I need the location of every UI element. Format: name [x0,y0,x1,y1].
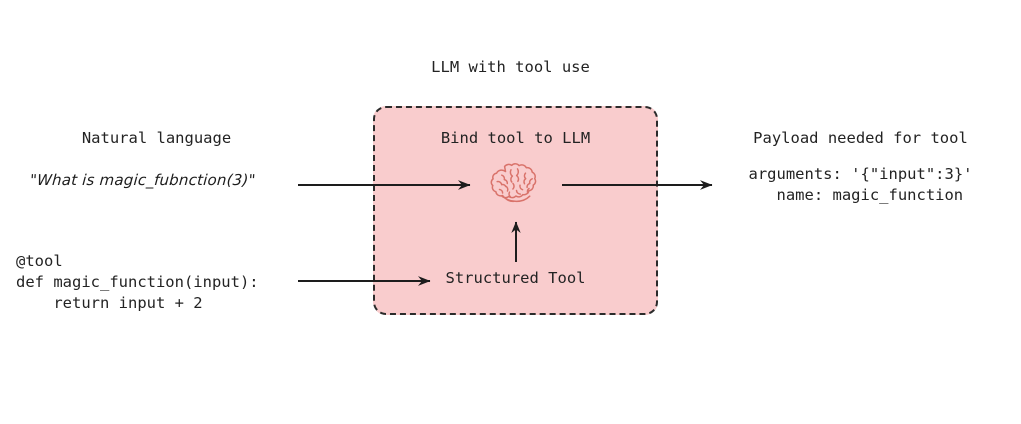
structured-tool-label: Structured Tool [445,269,586,287]
brain-icon [489,163,543,209]
user-query-text: "What is magic_fubnction(3)" [29,171,257,189]
diagram-title: LLM with tool use [431,58,590,76]
natural-language-title: Natural language [81,129,232,147]
tool-code-block: @tool def magic_function(input): return … [16,252,259,312]
payload-body: arguments: '{"input":3}' name: magic_fun… [748,165,973,204]
bind-tool-to-llm-title: Bind tool to LLM [440,129,591,147]
payload-title: Payload needed for tool [753,129,968,147]
